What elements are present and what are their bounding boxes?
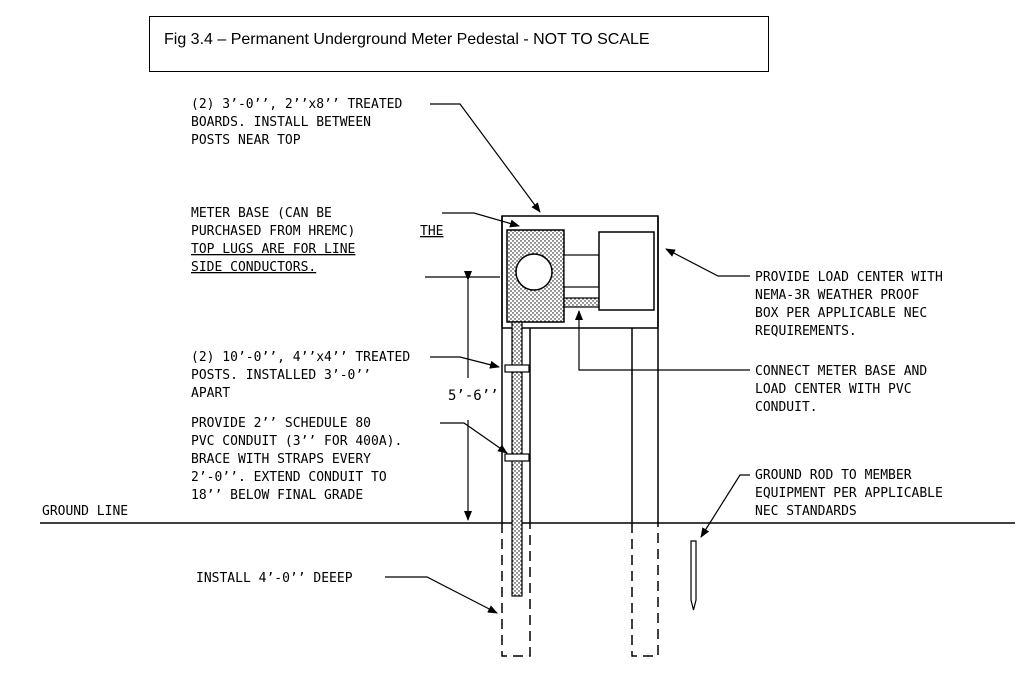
- meter-base-leader: [442, 212, 520, 228]
- conduit-line-3: BRACE WITH STRAPS EVERY: [191, 452, 371, 467]
- figure-title-box: Fig 3.4 – Permanent Underground Meter Pe…: [149, 16, 769, 72]
- conduit-line-4: 2’-0’’. EXTEND CONDUIT TO: [191, 470, 387, 485]
- connect-line-3: CONDUIT.: [755, 400, 818, 415]
- meter-base-note-2: TOP LUGS ARE FOR LINE: [191, 242, 355, 257]
- treated-boards: [501, 215, 659, 329]
- height-dimension: [425, 271, 500, 521]
- posts-line-3: APART: [191, 386, 230, 401]
- install-depth-label: INSTALL 4’-0’’ DEEEP: [196, 571, 353, 586]
- posts-line-2: POSTS. INSTALLED 3’-0’’: [191, 368, 371, 383]
- load-center-line-1: PROVIDE LOAD CENTER WITH: [755, 270, 943, 285]
- meter-base-callout: METER BASE (CAN BE PURCHASED FROM HREMC)…: [191, 206, 443, 275]
- conduit-strap-lower: [504, 453, 530, 462]
- connect-line-1: CONNECT METER BASE AND: [755, 364, 927, 379]
- load-center-line-4: REQUIREMENTS.: [755, 324, 857, 339]
- connect-line-2: LOAD CENTER WITH PVC: [755, 382, 912, 397]
- posts-callout: (2) 10’-0’’, 4’’x4’’ TREATED POSTS. INST…: [191, 350, 410, 401]
- conduit-line-5: 18’’ BELOW FINAL GRADE: [191, 488, 363, 503]
- conduit-line-1: PROVIDE 2’’ SCHEDULE 80: [191, 416, 371, 431]
- pvc-connection: [563, 254, 600, 308]
- meter: [515, 253, 553, 291]
- meter-base-note-1: THE: [420, 224, 443, 239]
- figure-title: Fig 3.4 – Permanent Underground Meter Pe…: [164, 31, 650, 48]
- ground-rod-line-3: NEC STANDARDS: [755, 504, 857, 519]
- meter-base-line-1: METER BASE (CAN BE: [191, 206, 332, 221]
- boards-leader: [430, 103, 541, 213]
- connect-callout: CONNECT METER BASE AND LOAD CENTER WITH …: [755, 364, 927, 415]
- load-center-leader: [665, 248, 750, 277]
- buried-posts: [501, 523, 659, 657]
- meter-base-line-2: PURCHASED FROM HREMC): [191, 224, 355, 239]
- load-center-line-3: BOX PER APPLICABLE NEC: [755, 306, 927, 321]
- boards-line-2: BOARDS. INSTALL BETWEEN: [191, 115, 371, 130]
- boards-callout: (2) 3’-0’’, 2’’x8’’ TREATED BOARDS. INST…: [191, 97, 402, 148]
- conduit-callout: PROVIDE 2’’ SCHEDULE 80 PVC CONDUIT (3’’…: [191, 416, 402, 503]
- boards-line-3: POSTS NEAR TOP: [191, 133, 301, 148]
- ground-line-label: GROUND LINE: [42, 504, 128, 519]
- install-depth-leader: [385, 576, 498, 614]
- load-center: [598, 231, 655, 311]
- ground-rod-line-1: GROUND ROD TO MEMBER: [755, 468, 912, 483]
- meter-base-note-3: SIDE CONDUCTORS.: [191, 260, 316, 275]
- boards-line-1: (2) 3’-0’’, 2’’x8’’ TREATED: [191, 97, 402, 112]
- conduit-line-2: PVC CONDUIT (3’’ FOR 400A).: [191, 434, 402, 449]
- ground-rod: [690, 540, 697, 611]
- load-center-line-2: NEMA-3R WEATHER PROOF: [755, 288, 920, 303]
- posts-leader: [430, 356, 500, 369]
- ground-rod-leader: [700, 474, 750, 538]
- ground-rod-callout: GROUND ROD TO MEMBER EQUIPMENT PER APPLI…: [755, 468, 943, 519]
- conduit-strap-upper: [504, 364, 530, 373]
- ground-rod-line-2: EQUIPMENT PER APPLICABLE: [755, 486, 943, 501]
- conduit-leader: [440, 422, 508, 454]
- connect-leader: [575, 310, 750, 371]
- posts-line-1: (2) 10’-0’’, 4’’x4’’ TREATED: [191, 350, 410, 365]
- load-center-callout: PROVIDE LOAD CENTER WITH NEMA-3R WEATHER…: [755, 270, 943, 339]
- height-dimension-label: 5’-6’’: [448, 388, 499, 404]
